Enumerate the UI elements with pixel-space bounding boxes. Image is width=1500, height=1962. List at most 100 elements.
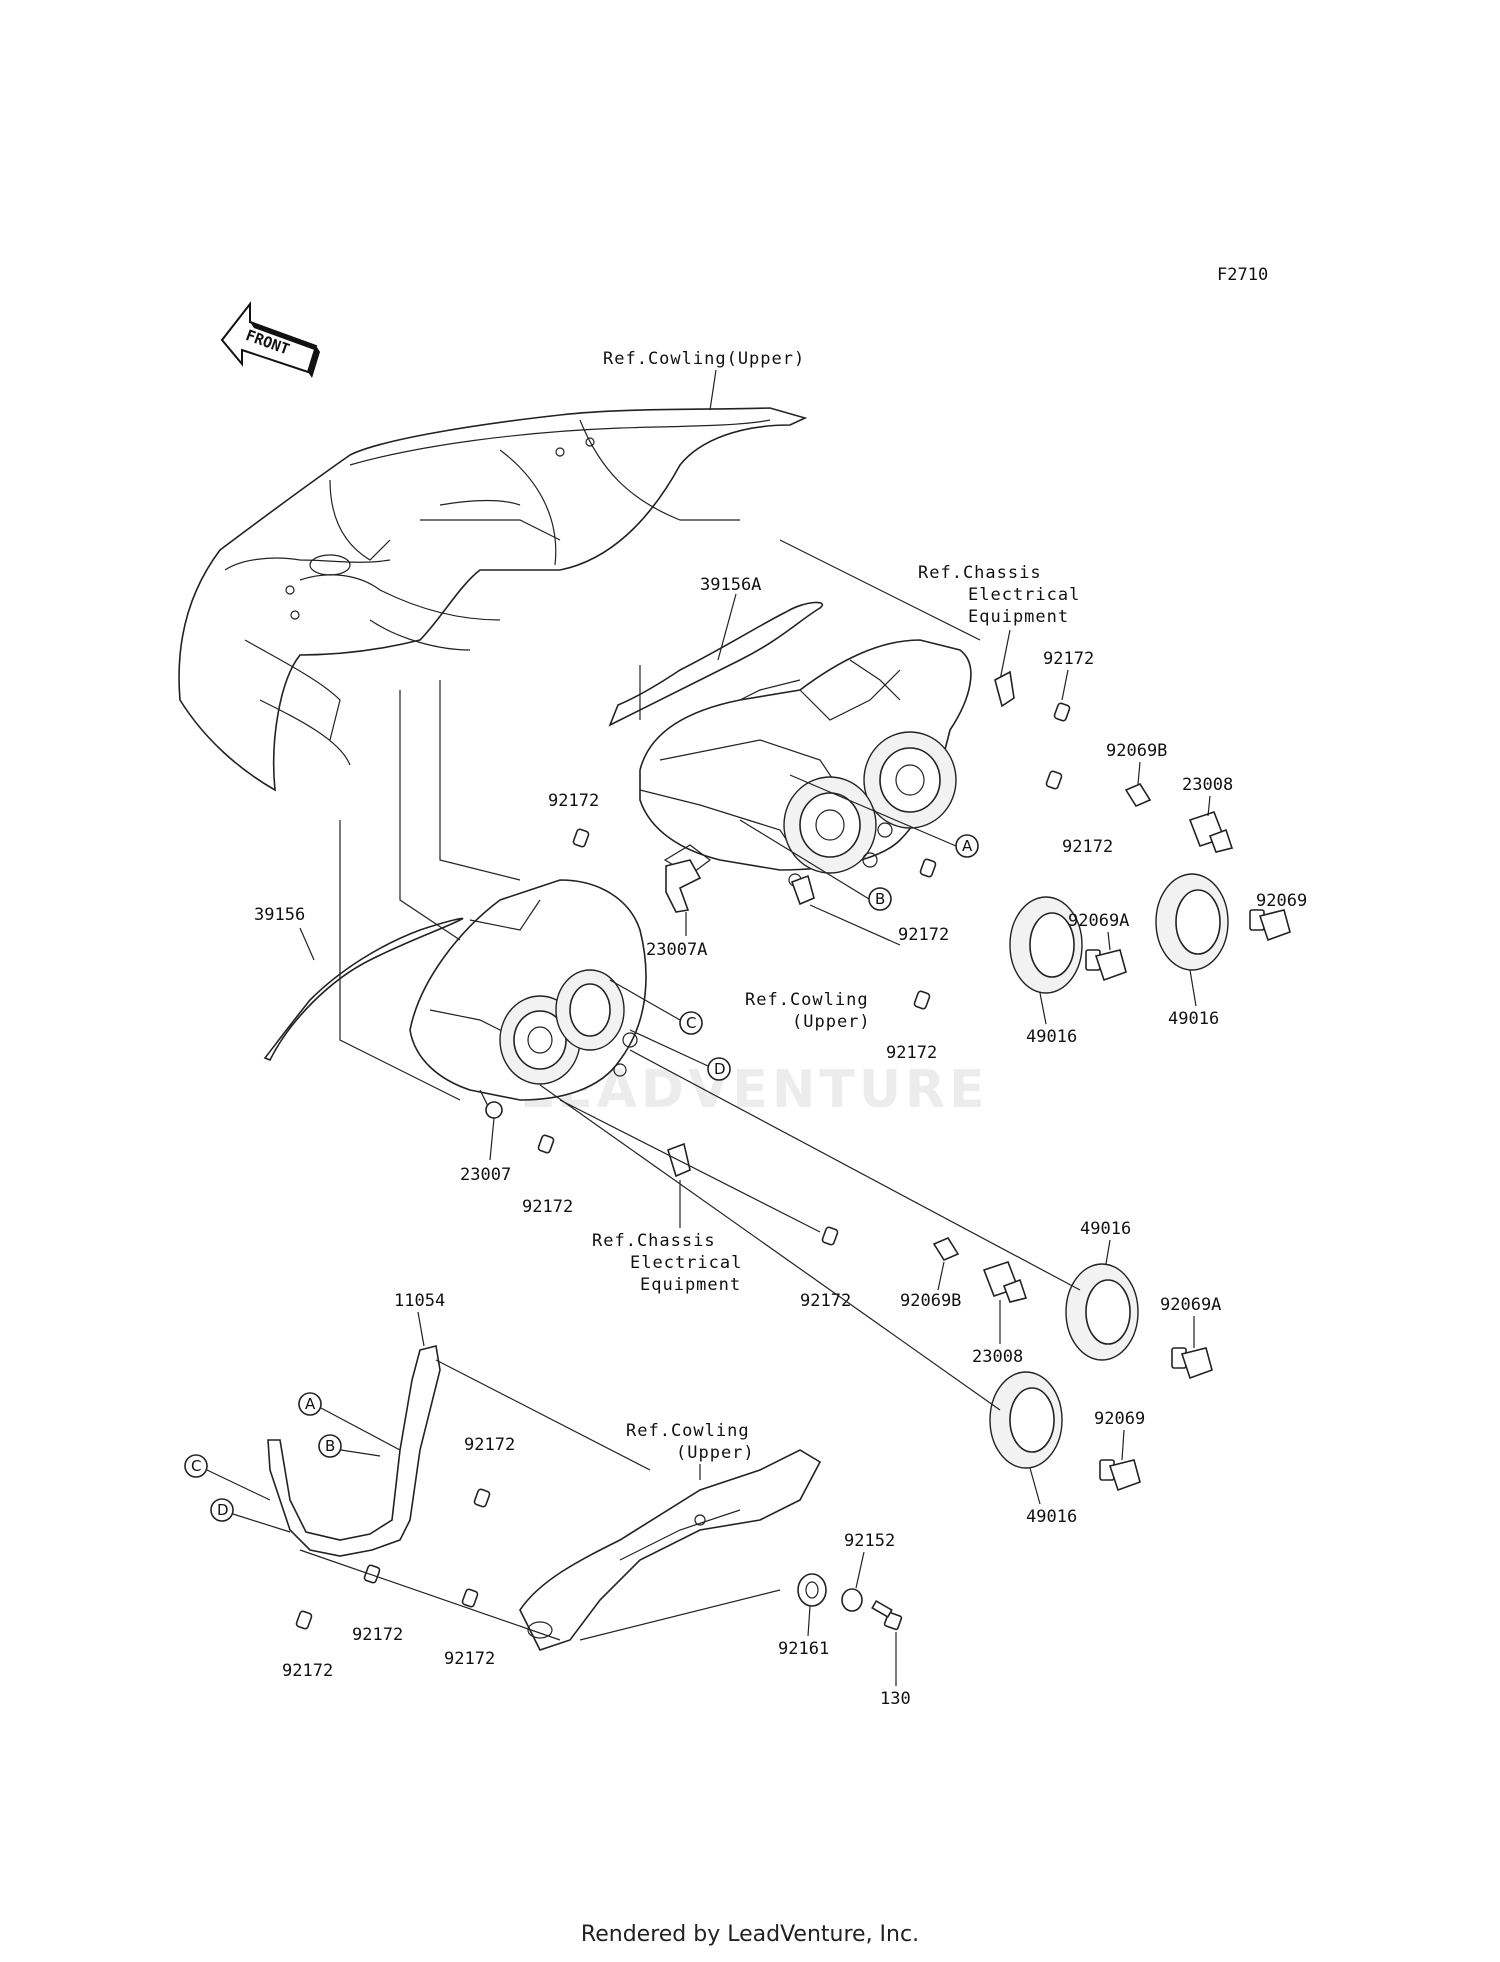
ring-49016-a <box>1009 896 1083 994</box>
bulb-92069B-top <box>1124 782 1152 808</box>
screw-92172-d <box>572 828 590 848</box>
ref-cowling-bottom-1: Ref.Cowling <box>626 1421 750 1441</box>
callout-92069A-mid: 92069A <box>1160 1295 1221 1315</box>
leader-cowl-to-lower-1 <box>339 820 461 1101</box>
svg-text:B: B <box>875 890 885 908</box>
ring-49016-d <box>989 1371 1063 1469</box>
callout-23008-mid: 23008 <box>972 1347 1023 1367</box>
leader-C-upper <box>609 979 681 1021</box>
bolt-130 <box>871 1599 903 1631</box>
footer-credit: Rendered by LeadVenture, Inc. <box>580 1922 920 1947</box>
screw-92172-a <box>1053 702 1071 722</box>
leader-49016-c <box>1105 1239 1111 1265</box>
callout-92172-f: 92172 <box>522 1197 573 1217</box>
callout-39156: 39156 <box>254 905 305 925</box>
screw-92172-f <box>537 1134 555 1154</box>
leader-lower-to-ring-d <box>539 1084 1001 1411</box>
leader-11054 <box>417 1311 425 1347</box>
leader-49016-d <box>1029 1467 1041 1505</box>
callout-92152: 92152 <box>844 1531 895 1551</box>
clip-top <box>994 670 1015 708</box>
bulb-92069B-mid <box>932 1236 960 1262</box>
leader-C-lower <box>206 1469 271 1501</box>
ref-chassis-top-2: Electrical <box>968 585 1080 605</box>
leader-92172-a <box>1061 669 1069 701</box>
leader-cowl-to-lower-2 <box>399 690 461 941</box>
callout-92172-g: 92172 <box>800 1291 851 1311</box>
svg-text:D: D <box>217 1501 229 1519</box>
callout-92069-mid: 92069 <box>1094 1409 1145 1429</box>
svg-text:D: D <box>714 1060 726 1078</box>
leader-23007 <box>489 1117 495 1161</box>
callout-92172-a: 92172 <box>1043 649 1094 669</box>
callout-92069B-mid: 92069B <box>900 1291 961 1311</box>
leader-bracket-to-cowl <box>435 1359 651 1471</box>
callout-23008-top: 23008 <box>1182 775 1233 795</box>
callout-23007: 23007 <box>460 1165 511 1185</box>
leader-lower-to-screw-g <box>559 1099 821 1233</box>
bracket-23007A <box>665 859 702 913</box>
marker-A-upper: A <box>955 834 979 858</box>
leader-92069A-top <box>1107 931 1111 951</box>
headlight-assembly-lower <box>409 879 647 1116</box>
marker-C-lower: C <box>184 1454 208 1478</box>
ref-cowling-mid-2: (Upper) <box>792 1012 871 1032</box>
screw-92172-g <box>821 1226 839 1246</box>
marker-A-lower: A <box>298 1392 322 1416</box>
leader-39156A <box>717 593 737 661</box>
screw-92172-b <box>1045 770 1063 790</box>
leader-39156 <box>299 927 315 961</box>
screw-92172-e <box>913 990 931 1010</box>
marker-D-lower: D <box>210 1498 234 1522</box>
marker-B-lower: B <box>318 1434 342 1458</box>
bulb-92069-mid <box>1099 1459 1141 1492</box>
ref-chassis-mid-2: Electrical <box>630 1253 742 1273</box>
leader-cowling-top <box>709 369 717 411</box>
leader-lower-to-ring-c <box>629 1049 1081 1291</box>
leader-D-upper <box>629 1029 709 1067</box>
callout-49016-c: 49016 <box>1080 1219 1131 1239</box>
ref-chassis-mid-1: Ref.Chassis <box>592 1231 716 1251</box>
bracket-11054 <box>267 1345 441 1557</box>
leader-92161 <box>807 1605 811 1637</box>
ref-cowling-upper-top: Ref.Cowling(Upper) <box>603 349 805 369</box>
ring-49016-b <box>1155 873 1229 971</box>
marker-C-upper: C <box>679 1011 703 1035</box>
callout-92172-j: 92172 <box>444 1649 495 1669</box>
svg-text:A: A <box>305 1395 316 1413</box>
upper-cowling-outline <box>178 407 808 792</box>
callout-23007A: 23007A <box>646 940 707 960</box>
ref-chassis-top-3: Equipment <box>968 607 1069 627</box>
ring-49016-c <box>1065 1263 1139 1361</box>
svg-text:C: C <box>191 1457 201 1475</box>
leader-D-lower <box>232 1513 291 1533</box>
leader-92069-mid <box>1121 1429 1125 1461</box>
ref-cowling-mid-1: Ref.Cowling <box>745 990 869 1010</box>
bulb-92069A-mid <box>1171 1347 1213 1380</box>
callout-92172-k: 92172 <box>282 1661 333 1681</box>
seal-39156A <box>608 601 824 727</box>
cowling-bracket-lower <box>519 1449 822 1651</box>
callout-92161: 92161 <box>778 1639 829 1659</box>
callout-92172-b: 92172 <box>1062 837 1113 857</box>
callout-92172-h: 92172 <box>464 1435 515 1455</box>
callout-92172-c: 92172 <box>898 925 949 945</box>
screw-92172-i <box>363 1564 381 1584</box>
leader-cowl-to-lower-3 <box>439 680 521 881</box>
ref-chassis-top-1: Ref.Chassis <box>918 563 1042 583</box>
callout-11054: 11054 <box>394 1291 445 1311</box>
callout-92172-d: 92172 <box>548 791 599 811</box>
leader-49016-b <box>1189 969 1197 1007</box>
bracket-23007 <box>485 1101 503 1119</box>
leader-B-upper <box>739 819 870 900</box>
clip-mid <box>790 874 815 906</box>
collar-92152 <box>841 1588 863 1612</box>
callout-92172-e: 92172 <box>886 1043 937 1063</box>
callout-39156A: 39156A <box>700 575 761 595</box>
front-arrow-icon: FRONT <box>220 301 320 378</box>
ref-chassis-mid-3: Equipment <box>640 1275 741 1295</box>
callout-92069A-top: 92069A <box>1068 911 1129 931</box>
callout-49016-d: 49016 <box>1026 1507 1077 1527</box>
callout-92069B-top: 92069B <box>1106 741 1167 761</box>
